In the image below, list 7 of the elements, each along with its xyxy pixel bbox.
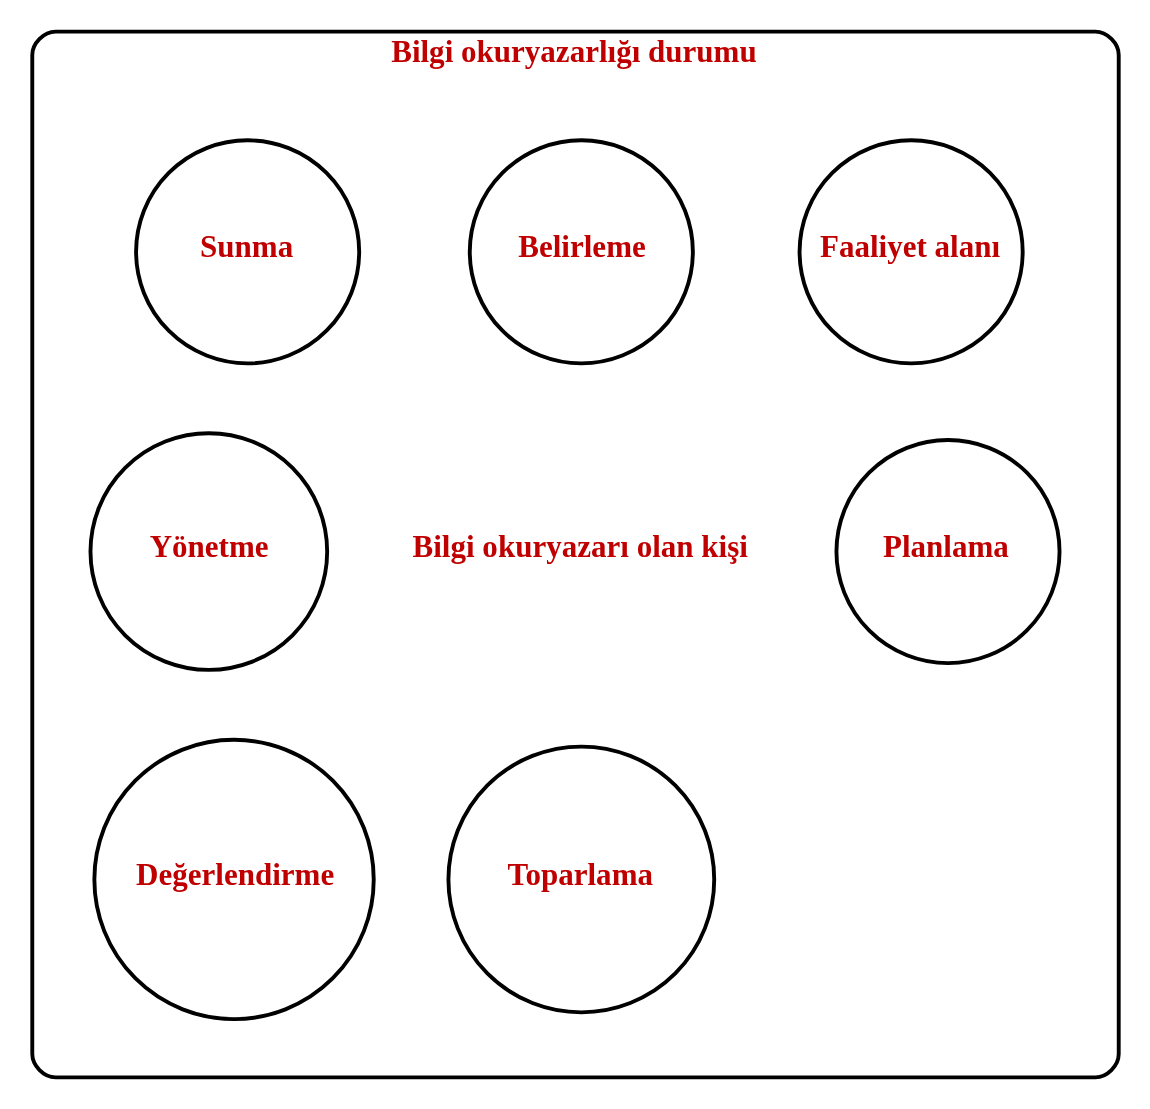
node-circle: Değerlendirme: [91, 737, 376, 1022]
node-circle: Planlama: [834, 438, 1061, 666]
node-circle: Yönetme: [88, 431, 329, 672]
node-circle: Toparlama: [446, 744, 716, 1015]
node-circle: Sunma: [133, 138, 361, 366]
node-circle: Faaliyet alanı: [797, 138, 1025, 366]
node-circle: Belirleme: [467, 138, 695, 366]
